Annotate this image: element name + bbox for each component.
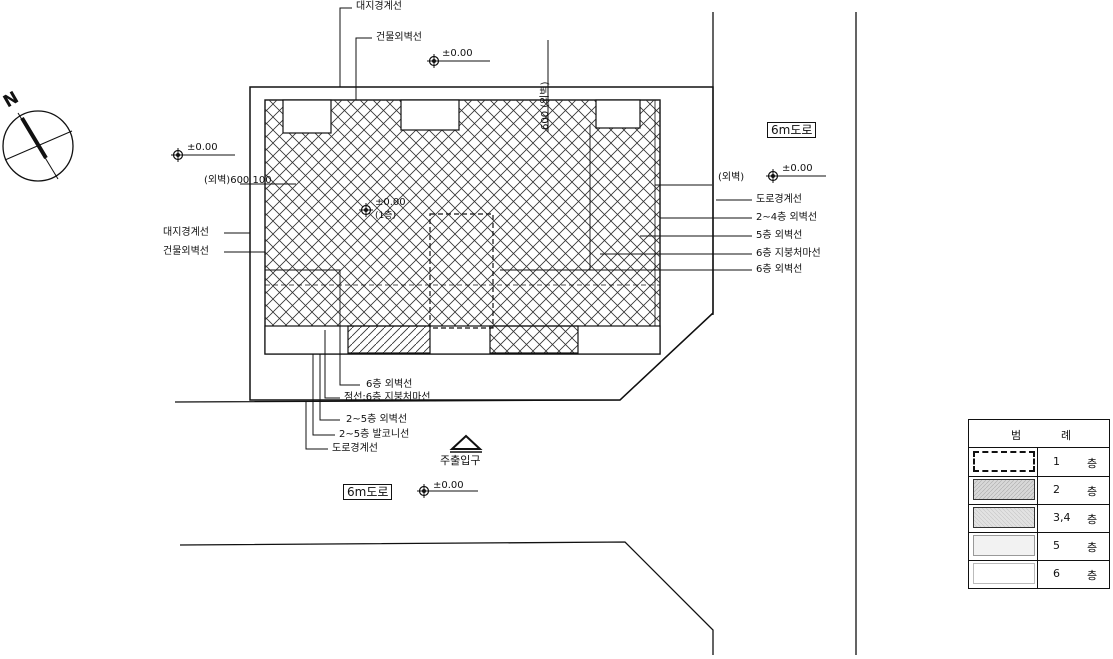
hatched-floor-area — [265, 100, 660, 326]
notch-left — [282, 99, 332, 134]
legend-num: 5 — [1053, 539, 1060, 552]
legend-row: 2 층 — [969, 476, 1109, 505]
leader-site-boundary-top — [339, 7, 352, 87]
leader-wall-6-bottom — [339, 326, 360, 386]
legend-row: 6 층 — [969, 560, 1109, 588]
legend-unit: 층 — [1087, 485, 1098, 498]
label-level-top: ±0.00 — [442, 48, 473, 59]
label-wall-2-5-bottom: 2~5층 외벽선 — [346, 414, 408, 425]
leader-wall-2-5-bottom — [319, 354, 340, 421]
label-level-right: ±0.00 — [782, 163, 813, 174]
label-wall-6: 6층 외벽선 — [756, 264, 803, 275]
balcony-strip — [264, 325, 661, 355]
legend-swatch-dashed — [973, 451, 1035, 472]
wall-line-left — [265, 269, 341, 326]
leader-road-boundary-bottom — [305, 402, 328, 450]
label-wall-2-4: 2~4층 외벽선 — [756, 212, 818, 223]
label-site-boundary-left: 대지경계선 — [163, 227, 209, 238]
label-roof-edge-6-bottom: 점선:6층 지붕처마선 — [344, 392, 431, 403]
level-marker-icon — [427, 54, 441, 68]
label-building-wall-top: 건물외벽선 — [376, 32, 422, 43]
label-level-bottom: ±0.00 — [433, 480, 464, 491]
label-site-boundary-top: 대지경계선 — [356, 1, 402, 12]
legend-num: 3,4 — [1053, 511, 1071, 524]
legend-num: 6 — [1053, 567, 1060, 580]
level-marker-icon — [766, 169, 780, 183]
core-dashed-outline — [429, 213, 494, 329]
road-far-edge-line — [179, 541, 714, 655]
label-road-boundary-bottom: 도로경계선 — [332, 443, 378, 454]
label-level-center-note: (1층) — [375, 211, 397, 221]
legend-divider — [1037, 448, 1038, 589]
label-entrance: 주출입구 — [440, 454, 481, 467]
notch-right — [595, 99, 641, 129]
bottom-hatched-block — [489, 325, 579, 354]
road-label-right: 6m도로 — [767, 122, 817, 138]
legend-swatch-light-hatch — [973, 507, 1035, 528]
legend-unit: 층 — [1087, 569, 1098, 582]
north-arrow-icon — [2, 110, 74, 182]
leader-building-wall-top — [355, 37, 372, 100]
label-dim-vertical: 600 (외벽) — [540, 81, 551, 130]
legend-num: 1 — [1053, 455, 1060, 468]
legend-unit: 층 — [1087, 513, 1098, 526]
legend-swatch-blank — [973, 563, 1035, 584]
label-level-left: ±0.00 — [187, 142, 218, 153]
label-building-wall-left: 건물외벽선 — [163, 246, 209, 257]
legend-unit: 층 — [1087, 541, 1098, 554]
entrance-triangle-icon — [449, 434, 483, 453]
label-wall-paren: (외벽) — [718, 172, 745, 183]
road-label-bottom: 6m도로 — [343, 484, 393, 500]
label-road-boundary-right: 도로경계선 — [756, 194, 802, 205]
legend-num: 2 — [1053, 483, 1060, 496]
label-wall-6-bottom: 6층 외벽선 — [366, 379, 413, 390]
legend-row: 5 층 — [969, 532, 1109, 561]
stair-hatched-area — [347, 325, 431, 354]
label-wall-5: 5층 외벽선 — [756, 230, 803, 241]
level-marker-icon — [417, 484, 431, 498]
legend-table: 범 례 1 층 2 층 3,4 층 5 층 6 층 — [968, 419, 1110, 589]
label-balcony-2-5: 2~5층 발코니선 — [339, 429, 410, 440]
level-marker-icon — [359, 203, 373, 217]
site-boundary-line — [249, 86, 714, 401]
legend-title-right: 례 — [1061, 429, 1072, 442]
legend-row: 3,4 층 — [969, 504, 1109, 533]
leader-balcony-2-5 — [312, 354, 335, 436]
level-marker-icon — [171, 148, 185, 162]
label-roof-edge-6: 6층 지붕처마선 — [756, 248, 821, 259]
legend-swatch-hatch — [973, 479, 1035, 500]
label-level-center: ±0.00 — [375, 197, 406, 208]
leader-roof-edge-6-bottom — [324, 330, 340, 399]
legend-unit: 층 — [1087, 457, 1098, 470]
notch-center — [400, 99, 460, 131]
legend-header: 범 례 — [969, 420, 1109, 448]
legend-row: 1 층 — [969, 448, 1109, 477]
legend-title-left: 범 — [1011, 429, 1022, 442]
legend-swatch-faint — [973, 535, 1035, 556]
label-dim-left: (외벽)600 100 — [204, 175, 272, 186]
